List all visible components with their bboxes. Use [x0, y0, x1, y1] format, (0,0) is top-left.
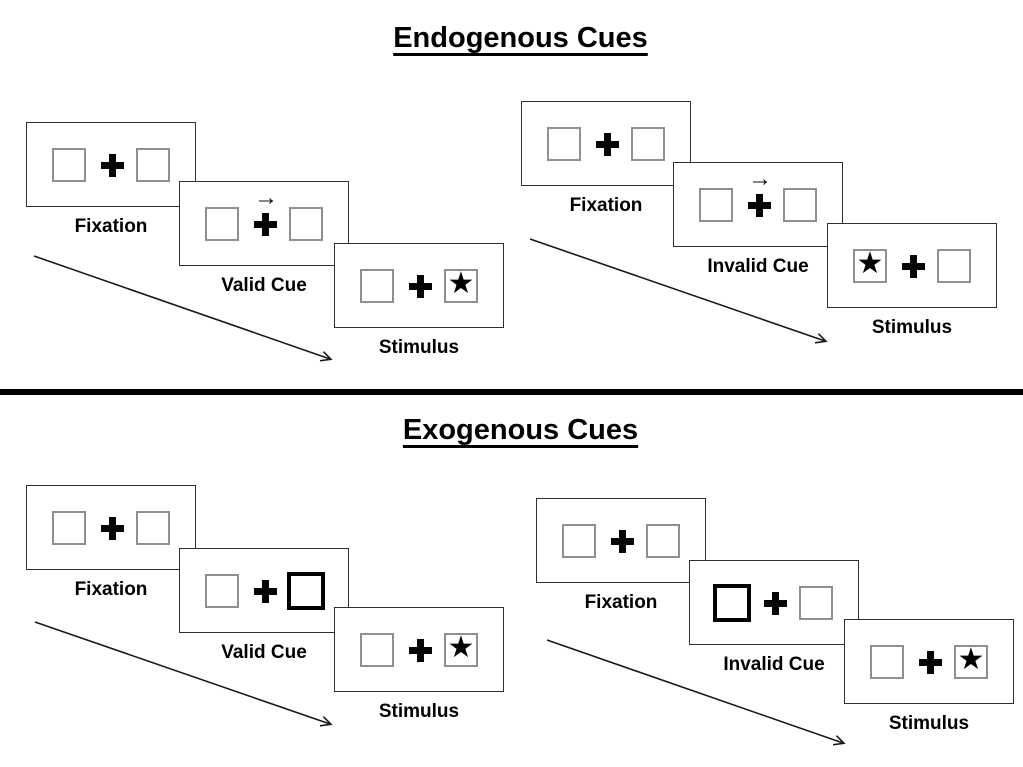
- frame-label: Stimulus: [871, 317, 953, 338]
- fixation-cross-icon: [409, 275, 432, 298]
- star-icon: ★: [957, 643, 985, 676]
- left-placeholder-box: [562, 524, 596, 558]
- frame-label: Invalid Cue: [723, 654, 825, 675]
- right-placeholder-box: [799, 586, 833, 620]
- fixation-cross-icon: [254, 213, 277, 236]
- left-target-box: ★: [853, 249, 887, 283]
- frame-label: Fixation: [74, 579, 148, 600]
- left-placeholder-box: [360, 269, 394, 303]
- panel-endo-invalid-cue: →: [673, 162, 843, 247]
- panel-exo-invalid-fixation: [536, 498, 706, 583]
- panel-exo-valid-cue: [179, 548, 349, 633]
- arrow-cue-icon: →: [254, 184, 278, 211]
- left-placeholder-box: [205, 207, 239, 241]
- right-placeholder-box: [937, 249, 971, 283]
- fixation-cross-icon: [101, 154, 124, 177]
- fixation-cross-icon: [919, 651, 942, 674]
- frame-label: Fixation: [584, 592, 658, 613]
- section-title-exogenous: Exogenous Cues: [402, 414, 639, 446]
- fixation-cross-icon: [101, 517, 124, 540]
- frame-label: Invalid Cue: [707, 256, 809, 277]
- panel-exo-valid-stimulus: ★: [334, 607, 504, 692]
- arrow-cue-icon: →: [748, 165, 772, 192]
- right-placeholder-box: [136, 148, 170, 182]
- right-placeholder-box: [631, 127, 665, 161]
- section-title-endogenous: Endogenous Cues: [393, 22, 648, 54]
- left-highlighted-cue-box: [713, 584, 751, 622]
- right-placeholder-box: [646, 524, 680, 558]
- left-placeholder-box: [205, 574, 239, 608]
- section-divider: [0, 389, 1023, 395]
- left-placeholder-box: [547, 127, 581, 161]
- panel-endo-invalid-fixation: [521, 101, 691, 186]
- right-highlighted-cue-box: [287, 572, 325, 610]
- frame-label: Fixation: [569, 195, 643, 216]
- timeline-arrow: [529, 238, 825, 341]
- panel-endo-valid-stimulus: ★: [334, 243, 504, 328]
- panel-exo-valid-fixation: [26, 485, 196, 570]
- left-placeholder-box: [52, 148, 86, 182]
- star-icon: ★: [447, 267, 475, 300]
- timeline-arrow: [34, 621, 330, 724]
- right-target-box: ★: [954, 645, 988, 679]
- right-placeholder-box: [783, 188, 817, 222]
- left-placeholder-box: [870, 645, 904, 679]
- fixation-cross-icon: [764, 592, 787, 615]
- panel-exo-invalid-stimulus: ★: [844, 619, 1014, 704]
- star-icon: ★: [447, 631, 475, 664]
- panel-endo-invalid-stimulus: ★: [827, 223, 997, 308]
- right-target-box: ★: [444, 633, 478, 667]
- left-placeholder-box: [699, 188, 733, 222]
- fixation-cross-icon: [409, 639, 432, 662]
- timeline-arrow: [546, 639, 843, 743]
- frame-label: Stimulus: [378, 337, 460, 358]
- fixation-cross-icon: [902, 255, 925, 278]
- right-placeholder-box: [289, 207, 323, 241]
- right-target-box: ★: [444, 269, 478, 303]
- frame-label: Fixation: [74, 216, 148, 237]
- right-placeholder-box: [136, 511, 170, 545]
- fixation-cross-icon: [611, 530, 634, 553]
- frame-label: Valid Cue: [221, 642, 307, 663]
- timeline-arrow: [33, 255, 330, 359]
- fixation-cross-icon: [748, 194, 771, 217]
- panel-endo-valid-fixation: [26, 122, 196, 207]
- frame-label: Valid Cue: [221, 275, 307, 296]
- star-icon: ★: [856, 247, 884, 280]
- panel-endo-valid-cue: →: [179, 181, 349, 266]
- frame-label: Stimulus: [888, 713, 970, 734]
- panel-exo-invalid-cue: [689, 560, 859, 645]
- fixation-cross-icon: [254, 580, 277, 603]
- left-placeholder-box: [360, 633, 394, 667]
- fixation-cross-icon: [596, 133, 619, 156]
- left-placeholder-box: [52, 511, 86, 545]
- frame-label: Stimulus: [378, 701, 460, 722]
